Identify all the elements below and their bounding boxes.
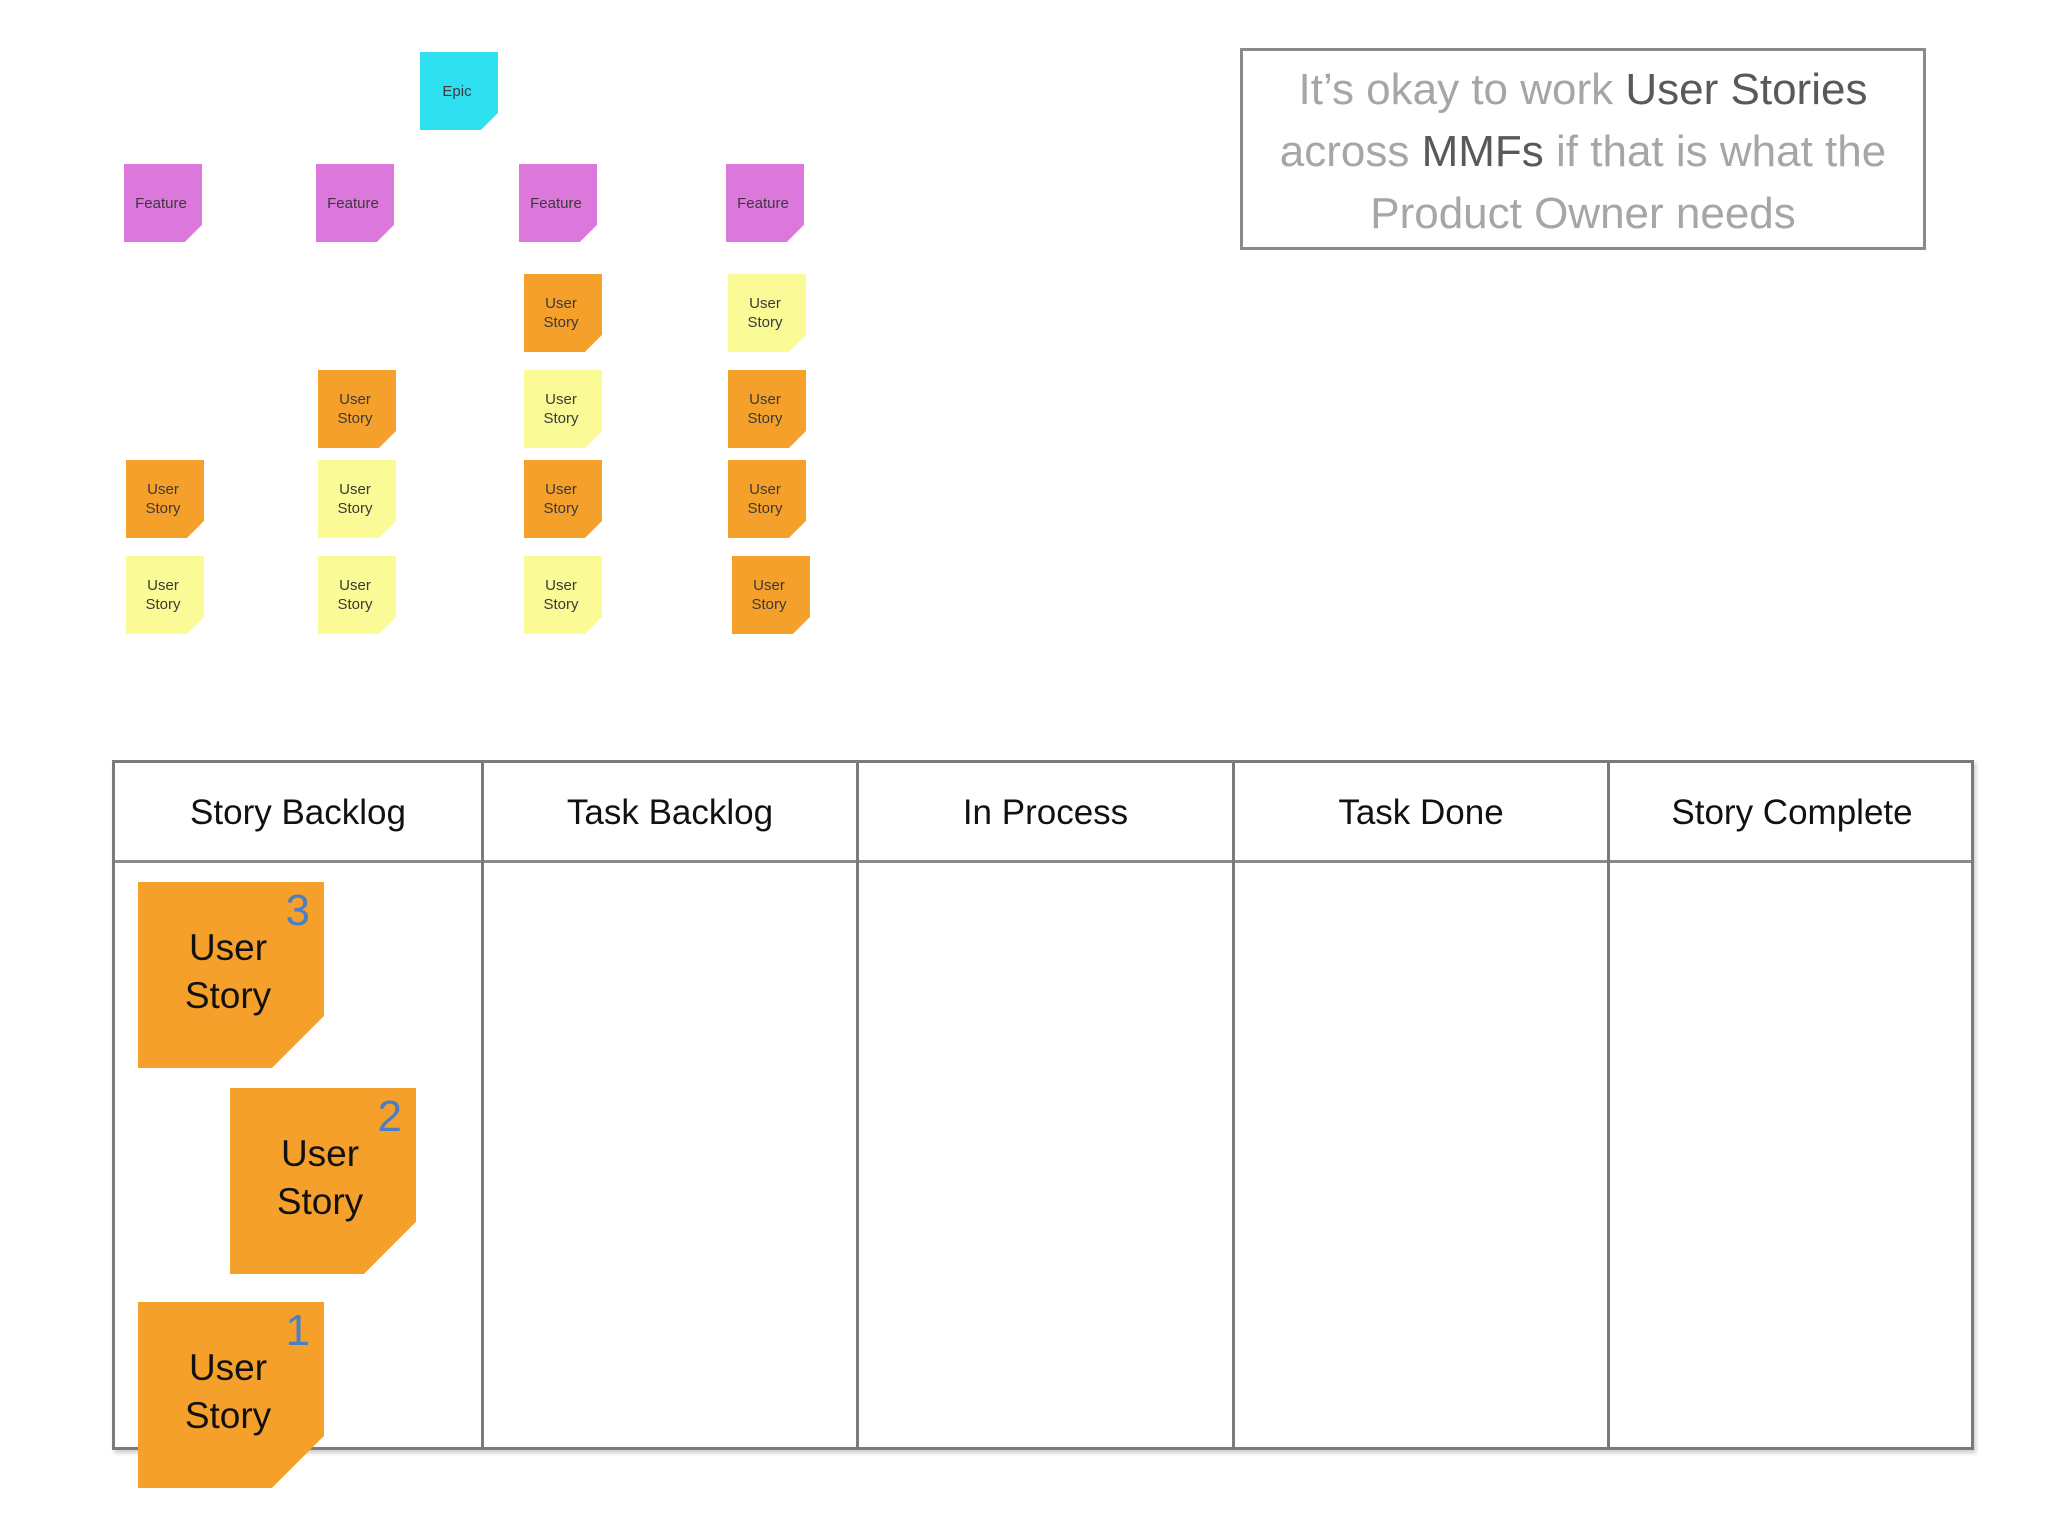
- story-card-label: User Story: [184, 927, 272, 1016]
- note-fold: [789, 431, 806, 448]
- story-note: User Story: [126, 556, 204, 634]
- story-note: User Story: [728, 274, 806, 352]
- column-header-in-process: In Process: [962, 793, 1129, 832]
- feature-label: Feature: [327, 194, 379, 212]
- note-fold: [185, 225, 202, 242]
- note-fold: [377, 225, 394, 242]
- story-label: User Story: [145, 481, 181, 517]
- column-divider: [1232, 763, 1235, 1447]
- story-note: User Story: [524, 274, 602, 352]
- story-label: User Story: [543, 481, 579, 517]
- story-note: User Story: [728, 460, 806, 538]
- feature-note: Feature: [726, 164, 804, 242]
- note-fold: [580, 225, 597, 242]
- feature-label: Feature: [737, 194, 789, 212]
- column-divider: [1607, 763, 1610, 1447]
- note-fold: [379, 431, 396, 448]
- column-divider: [856, 763, 859, 1447]
- story-label: User Story: [543, 295, 579, 331]
- note-fold: [789, 335, 806, 352]
- note-fold: [793, 617, 810, 634]
- note-fold: [789, 521, 806, 538]
- feature-note: Feature: [316, 164, 394, 242]
- story-label: User Story: [751, 577, 787, 613]
- story-note: User Story: [524, 370, 602, 448]
- callout-box: It’s okay to work User Stories across MM…: [1240, 48, 1926, 250]
- story-label: User Story: [543, 577, 579, 613]
- column-header-task-backlog: Task Backlog: [566, 793, 774, 832]
- story-card[interactable]: User Story 1: [138, 1302, 324, 1488]
- board-header: Story Backlog Task Backlog In Process Ta…: [115, 763, 1971, 863]
- story-note: User Story: [318, 370, 396, 448]
- story-card[interactable]: User Story 3: [138, 882, 324, 1068]
- note-fold: [379, 521, 396, 538]
- feature-note: Feature: [124, 164, 202, 242]
- callout-text: It’s okay to work: [1298, 65, 1626, 114]
- story-label: User Story: [337, 577, 373, 613]
- feature-label: Feature: [135, 194, 187, 212]
- feature-label: Feature: [530, 194, 582, 212]
- feature-note: Feature: [519, 164, 597, 242]
- story-note: User Story: [728, 370, 806, 448]
- callout-highlight: MMFs: [1421, 127, 1544, 176]
- note-fold: [481, 113, 498, 130]
- column-header-story-backlog: Story Backlog: [190, 793, 406, 832]
- story-card-rank: 1: [285, 1306, 310, 1355]
- story-label: User Story: [747, 295, 783, 331]
- story-note: User Story: [126, 460, 204, 538]
- story-label: User Story: [337, 391, 373, 427]
- note-fold: [379, 617, 396, 634]
- column-divider: [481, 763, 484, 1447]
- story-card-label: User Story: [184, 1347, 272, 1436]
- note-fold: [187, 521, 204, 538]
- note-fold: [187, 617, 204, 634]
- story-label: User Story: [747, 481, 783, 517]
- epic-note: Epic: [420, 52, 498, 130]
- story-note: User Story: [318, 556, 396, 634]
- note-fold: [585, 335, 602, 352]
- story-label: User Story: [543, 391, 579, 427]
- note-fold: [585, 431, 602, 448]
- story-card-label: User Story: [276, 1133, 364, 1222]
- story-label: User Story: [747, 391, 783, 427]
- story-card[interactable]: User Story 2: [230, 1088, 416, 1274]
- column-header-task-done: Task Done: [1338, 793, 1504, 832]
- note-fold: [585, 521, 602, 538]
- callout-text: across: [1279, 127, 1422, 176]
- story-note: User Story: [524, 556, 602, 634]
- kanban-board: Story Backlog Task Backlog In Process Ta…: [112, 760, 1974, 1450]
- callout-text: if that is what the Product Owner needs: [1370, 127, 1887, 238]
- story-card-rank: 3: [285, 886, 310, 935]
- callout-highlight: User Stories: [1625, 65, 1868, 114]
- story-note: User Story: [318, 460, 396, 538]
- story-note: User Story: [732, 556, 810, 634]
- note-fold: [585, 617, 602, 634]
- story-card-rank: 2: [377, 1092, 402, 1141]
- column-header-story-complete: Story Complete: [1671, 793, 1913, 832]
- note-fold: [787, 225, 804, 242]
- story-label: User Story: [337, 481, 373, 517]
- epic-label: Epic: [442, 82, 472, 100]
- story-label: User Story: [145, 577, 181, 613]
- story-note: User Story: [524, 460, 602, 538]
